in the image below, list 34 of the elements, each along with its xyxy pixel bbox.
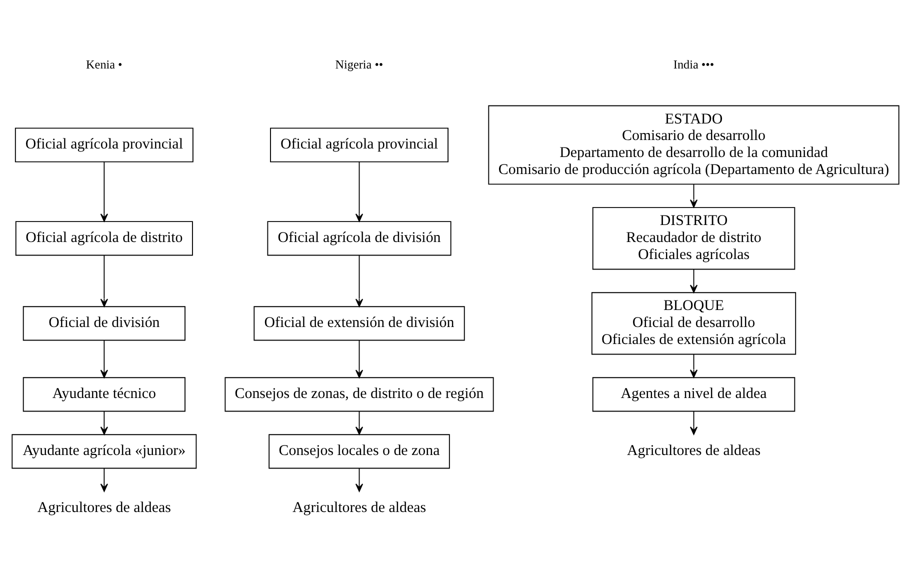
label: India ••• bbox=[673, 58, 714, 72]
node-text: Agricultores de aldeas bbox=[626, 443, 761, 459]
label: Kenia • bbox=[86, 58, 122, 72]
node-box: Oficial agrícola de distrito bbox=[15, 221, 193, 256]
arrow bbox=[690, 268, 698, 293]
node-box: Ayudante agrícola «junior» bbox=[12, 434, 197, 469]
arrow bbox=[100, 254, 108, 307]
arrow bbox=[355, 468, 364, 492]
arrow bbox=[355, 161, 364, 222]
node-box: Oficial agrícola de división bbox=[267, 221, 452, 256]
node-box: Oficial de división bbox=[22, 306, 186, 341]
node-text: Agricultores de aldeas bbox=[37, 500, 171, 516]
arrow bbox=[690, 410, 698, 435]
arrow bbox=[355, 410, 364, 435]
label: Nigeria •• bbox=[335, 58, 384, 72]
node-box: Consejos de zonas, de distrito o de región bbox=[224, 377, 494, 412]
arrow bbox=[100, 410, 108, 435]
node-box: BLOQUE Oficial de desarrollo Oficiales de extensión agrícola bbox=[591, 292, 796, 355]
node-box: Agentes a nivel de aldea bbox=[592, 377, 796, 412]
node-box: Oficial de extensión de división bbox=[254, 306, 465, 341]
arrow bbox=[690, 184, 698, 208]
node-text: Agricultores de aldeas bbox=[292, 500, 426, 516]
node-box: Oficial agrícola provincial bbox=[14, 128, 194, 162]
arrow bbox=[100, 468, 108, 492]
node-box: Ayudante técnico bbox=[22, 377, 186, 412]
node-box: DISTRITO Recaudador de distrito Oficiales agrícolas bbox=[592, 207, 796, 270]
arrow bbox=[355, 254, 364, 307]
arrow bbox=[690, 354, 698, 378]
arrow bbox=[100, 340, 108, 378]
arrow bbox=[355, 340, 364, 378]
node-box: Oficial agrícola provincial bbox=[270, 128, 448, 162]
arrow bbox=[100, 161, 108, 222]
node-box: Consejos locales o de zona bbox=[268, 434, 450, 469]
node-box: ESTADO Comisario de desarrollo Departamento de desarrollo de la comunidad Comisario de producción agrícola (Departamento de Agricultura) bbox=[488, 105, 900, 185]
